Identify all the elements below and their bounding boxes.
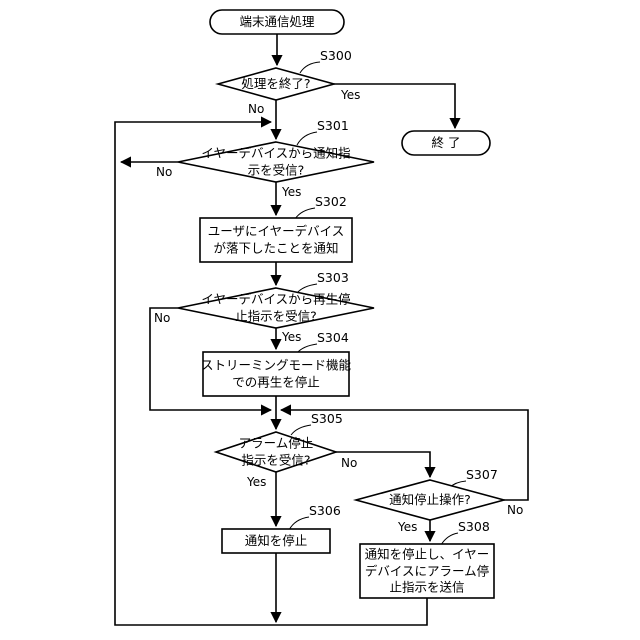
process-s306-shape (221, 528, 331, 554)
edge-label-s303-no: No (154, 311, 171, 325)
decision-s300-label: 処理を終了? (241, 75, 311, 91)
process-s304-label: ストリーミングモード機能 での再生を停止 (200, 357, 352, 390)
step-label-s300: S300 (320, 48, 352, 63)
decision-s307-label: 通知停止操作? (389, 491, 471, 507)
edge-label-s303-yes: Yes (282, 330, 302, 344)
step-label-s303: S303 (317, 270, 349, 285)
edge-label-s301-no: No (156, 165, 173, 179)
process-s308-shape (359, 543, 495, 599)
leader-s301 (296, 131, 318, 146)
decision-s300-shape (214, 67, 338, 101)
edge-s307-no-loop (279, 404, 529, 501)
terminal-end-label: 終 了 (431, 134, 461, 150)
edge-s300-yes-to-end (334, 83, 461, 130)
edge-label-s305-yes: Yes (247, 475, 267, 489)
process-s302-label: ユーザにイヤーデバイス が落下したことを通知 (207, 223, 345, 256)
leader-s305 (290, 424, 312, 436)
edge-label-s300-yes: Yes (341, 88, 361, 102)
decision-s303-shape (177, 287, 375, 329)
terminal-end-shape (401, 130, 491, 156)
edge-label-s307-no: No (507, 503, 524, 517)
step-label-s301: S301 (317, 118, 349, 133)
decision-s307-shape (352, 479, 508, 521)
edge-label-s301-yes: Yes (282, 185, 302, 199)
step-label-s308: S308 (458, 519, 490, 534)
leader-s300 (299, 61, 321, 74)
step-label-s306: S306 (309, 503, 341, 518)
decision-s303-label: イヤーデバイスから再生停 止指示を受信? (201, 291, 351, 324)
decision-s301-label: イヤーデバイスから通知指 示を受信? (201, 145, 351, 178)
step-label-s302: S302 (315, 194, 347, 209)
terminal-start-label: 端末通信処理 (239, 13, 315, 29)
process-s304-shape (202, 351, 350, 397)
edge-label-s305-no: No (341, 456, 358, 470)
node-shapes (177, 9, 508, 599)
step-label-s304: S304 (317, 330, 349, 345)
edge-return-loop (114, 116, 428, 626)
edge-s305-no-to-s307 (336, 451, 436, 479)
step-label-s307: S307 (466, 467, 498, 482)
decision-s305-label: アラーム停止 指示を受信? (238, 435, 314, 468)
process-s302-shape (199, 217, 353, 263)
edge-label-s300-no: No (248, 102, 265, 116)
decision-s301-shape (177, 141, 375, 183)
leader-s306 (288, 516, 310, 531)
terminal-start-shape (209, 9, 345, 35)
step-label-s305: S305 (311, 411, 343, 426)
connector-lines (114, 34, 529, 626)
edge-s303-no-bypass (149, 307, 273, 416)
process-s308-label: 通知を停止し、イヤー デバイスにアラーム停 止指示を送信 (364, 546, 490, 595)
edge-label-s307-yes: Yes (398, 520, 418, 534)
decision-s305-shape (213, 431, 339, 473)
process-s306-label: 通知を停止 (244, 532, 308, 548)
